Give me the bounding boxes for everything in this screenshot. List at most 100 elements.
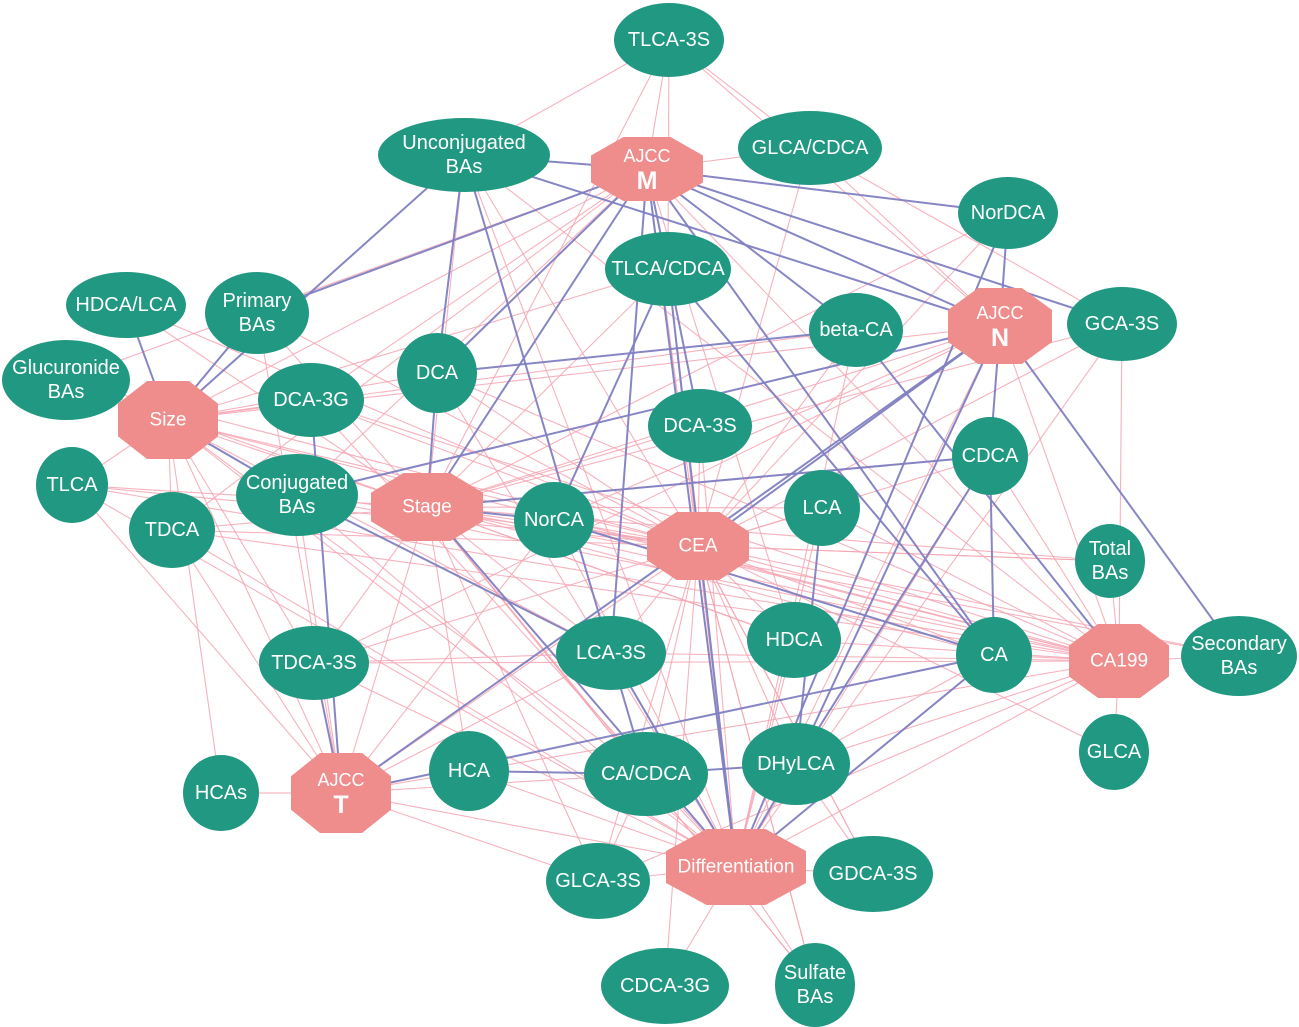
biomarker-ellipse	[738, 111, 882, 185]
biomarker-node-dca3s: DCA-3S	[648, 389, 752, 463]
clinical-octagon	[118, 381, 218, 459]
edge-positive-unconj-stage	[426, 154, 465, 508]
biomarker-label: CDCA	[962, 445, 1019, 467]
biomarker-node-tdca: TDCA	[129, 492, 215, 568]
edge-positive-unconj-cea	[463, 154, 699, 547]
biomarker-label: TLCA	[46, 474, 98, 496]
biomarker-label: beta-CA	[819, 319, 893, 341]
clinical-label-big: T	[333, 791, 348, 819]
edge-positive-size-hcas	[167, 419, 222, 794]
edge-negative-conj-lca3s	[296, 494, 612, 654]
clinical-octagon	[371, 473, 483, 541]
edge-positive-ajccm-size	[167, 168, 648, 421]
edge-negative-betaca-dca	[436, 329, 857, 374]
biomarker-ellipse	[429, 731, 509, 811]
biomarker-node-tlca: TLCA	[36, 447, 108, 523]
biomarker-node-dhylca: DHyLCA	[742, 723, 850, 805]
biomarker-node-tlcacdca: TLCA/CDCA	[605, 232, 731, 306]
edge-positive-tlcacdca-stage	[426, 268, 669, 508]
edge-positive-nordca-cea	[697, 212, 1009, 547]
biomarker-node-cdca: CDCA	[952, 417, 1028, 495]
edge-positive-stage-hca	[426, 506, 470, 772]
biomarker-ellipse	[258, 363, 364, 437]
biomarker-node-hdca: HDCA	[747, 602, 841, 678]
clinical-label-small: AJCC	[623, 146, 670, 166]
edge-positive-lca-stage	[426, 506, 823, 509]
biomarker-label: CA	[980, 644, 1008, 666]
clinical-node-cea: CEA	[647, 512, 749, 580]
edge-negative-betaca-ca199	[855, 329, 1120, 662]
biomarker-ellipse	[556, 616, 666, 690]
edge-positive-lca3s-ajcct	[340, 652, 612, 794]
edge-positive-lca-ca199	[821, 507, 1120, 662]
clinical-label: Size	[150, 410, 187, 431]
edge-positive-norca-ajcct	[340, 519, 555, 794]
edge-positive-stage-glca3s	[426, 506, 599, 882]
biomarker-label: TLCA/CDCA	[611, 258, 725, 280]
edge-positive-size-ajcct	[167, 419, 342, 794]
clinical-octagon	[666, 829, 806, 905]
edge-positive-cea-ca199	[697, 545, 1120, 662]
biomarker-label: HDCA	[766, 629, 823, 651]
edge-positive-hdca-stage	[426, 506, 795, 641]
biomarker-node-cdca3g: CDCA-3G	[601, 948, 729, 1024]
edge-positive-size-tdca3s	[167, 419, 315, 664]
biomarker-ellipse	[809, 293, 903, 367]
biomarker-label: BAs	[1092, 562, 1129, 584]
biomarker-node-hdcalca: HDCA/LCA	[66, 272, 186, 338]
biomarker-label: HCAs	[195, 782, 247, 804]
clinical-octagon	[948, 288, 1052, 364]
edge-negative-ajccm-nordca	[646, 168, 1009, 214]
clinical-label-small: AJCC	[976, 303, 1023, 323]
biomarker-label: BAs	[1221, 657, 1258, 679]
clinical-label-small: AJCC	[317, 770, 364, 790]
edge-negative-stage-diff	[426, 506, 737, 868]
edge-negative-ajccm-gca3s	[646, 168, 1123, 325]
edge-positive-ajccn-norca	[553, 325, 1001, 521]
biomarker-ellipse	[378, 118, 550, 192]
edge-positive-total-cea	[697, 545, 1111, 562]
biomarker-label: TDCA-3S	[271, 652, 357, 674]
biomarker-label: Unconjugated	[402, 132, 525, 154]
biomarker-node-norca: NorCA	[514, 482, 594, 558]
edge-positive-tdca-ajcct	[171, 529, 342, 794]
edge-negative-tlcacdca-ca	[667, 268, 995, 656]
clinical-octagon	[647, 512, 749, 580]
biomarker-node-tdca3s: TDCA-3S	[259, 626, 369, 700]
edge-negative-tlcacdca-norca	[553, 268, 669, 521]
biomarker-label: Total	[1089, 538, 1131, 560]
biomarker-ellipse	[546, 843, 650, 919]
biomarker-ellipse	[956, 617, 1032, 693]
clinical-node-ca199: CA199	[1069, 624, 1169, 698]
biomarker-ellipse	[66, 272, 186, 338]
biomarker-label: DHyLCA	[757, 753, 835, 775]
biomarker-ellipse	[1075, 524, 1145, 598]
edge-positive-dca3g-cea	[310, 399, 699, 547]
biomarker-node-glca: GLCA	[1079, 714, 1149, 790]
biomarker-ellipse	[1181, 616, 1297, 696]
edge-negative-unconj-size	[167, 154, 465, 421]
biomarker-node-glca3s: GLCA-3S	[546, 843, 650, 919]
edge-positive-ajccm-ca199	[646, 168, 1120, 662]
clinical-label: CA199	[1090, 651, 1148, 672]
edge-positive-hdcalca-cea	[125, 304, 699, 547]
biomarker-label: NorDCA	[971, 202, 1046, 224]
biomarker-ellipse	[742, 723, 850, 805]
biomarker-node-gdca3s: GDCA-3S	[813, 836, 933, 912]
edge-positive-glcacdca-cea	[697, 147, 811, 547]
biomarker-label: TDCA	[145, 519, 200, 541]
biomarker-label: BAs	[446, 156, 483, 178]
edge-positive-norca-diff	[553, 519, 737, 868]
biomarker-label: GDCA-3S	[829, 863, 918, 885]
biomarker-node-lca: LCA	[784, 470, 860, 546]
biomarker-node-nordca: NorDCA	[958, 177, 1058, 249]
clinical-label-big: N	[991, 324, 1009, 352]
edge-positive-tlca3s-stage	[426, 39, 670, 508]
edge-positive-gca3s-cea	[697, 323, 1123, 547]
